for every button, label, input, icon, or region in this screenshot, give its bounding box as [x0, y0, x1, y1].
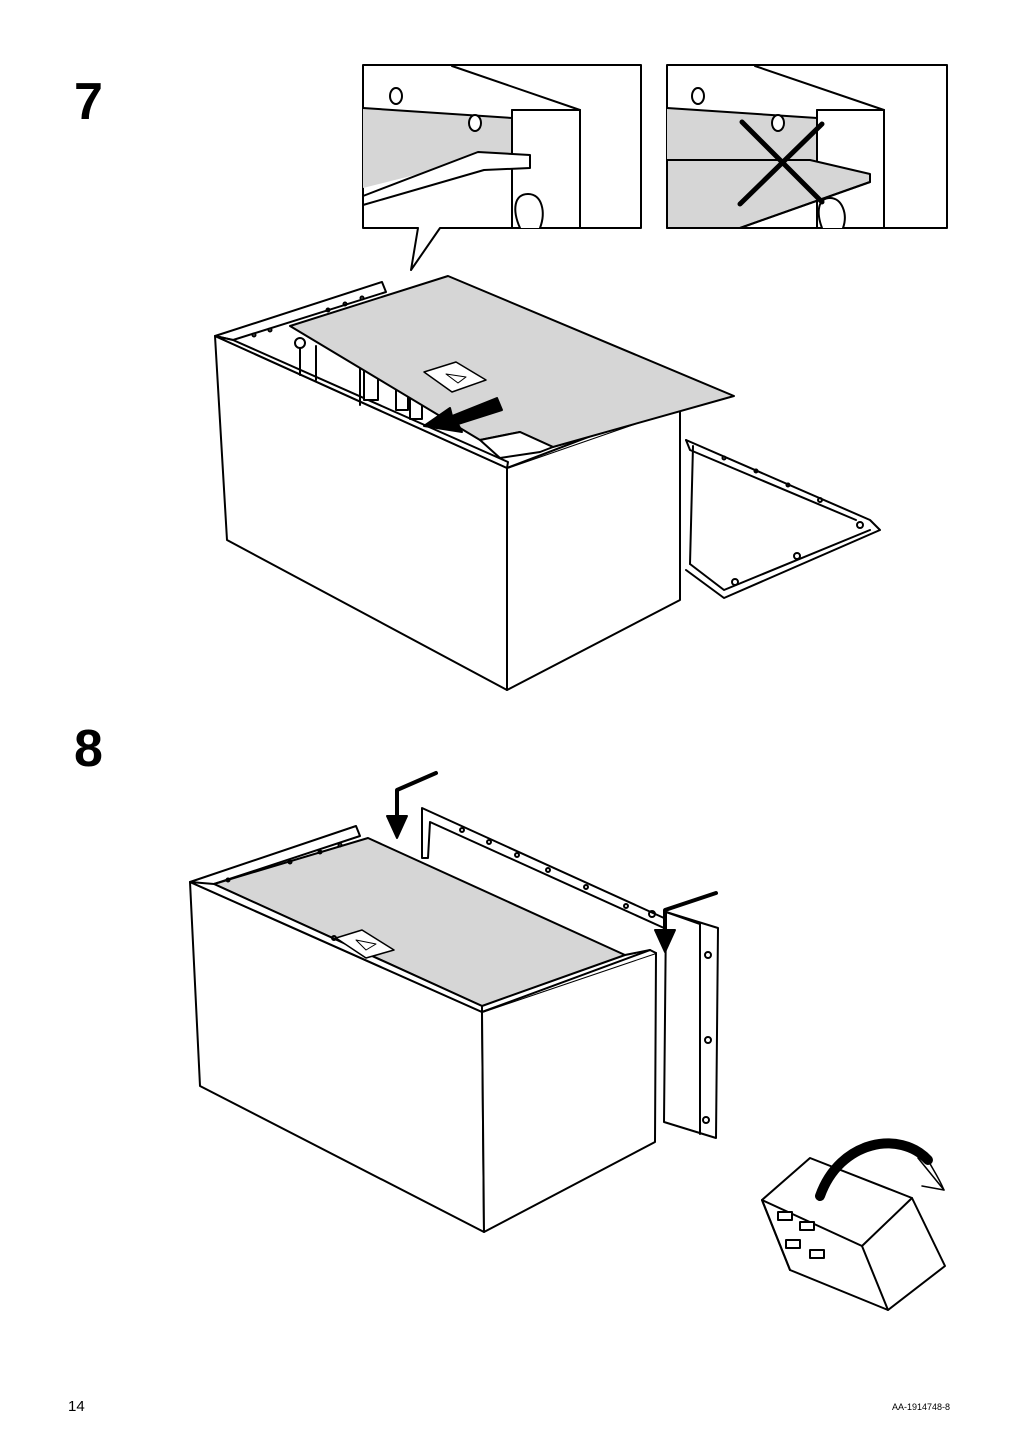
x-cross-icon	[737, 119, 825, 207]
triangle-label-icon	[423, 361, 487, 393]
cabinet-step7	[214, 275, 735, 691]
step-8-number: 8	[74, 720, 103, 778]
arrow-icon	[423, 397, 503, 433]
flip-hint	[761, 1138, 946, 1311]
document-code: AA-1914748-8	[891, 1402, 950, 1412]
loose-back-frame	[685, 439, 881, 599]
triangle-label-icon	[335, 929, 395, 959]
page-number: 14	[68, 1398, 85, 1415]
step-7-number: 7	[74, 73, 103, 131]
detail-correct-insertion	[362, 64, 642, 271]
arrow-icon	[386, 771, 438, 839]
arrow-icon	[654, 891, 718, 953]
side-panel	[663, 911, 719, 1139]
rotate-icon	[815, 1138, 945, 1201]
detail-wrong-insertion	[666, 64, 948, 229]
cabinet-step8	[189, 825, 657, 1233]
